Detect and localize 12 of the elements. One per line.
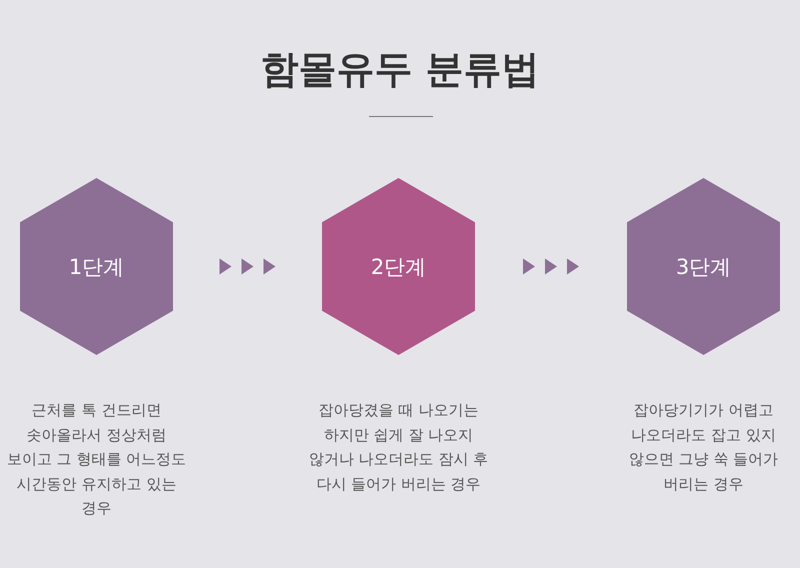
description-text: 잡아당겼을 때 나오기는 하지만 쉽게 잘 나오지 않거나 나오더라도 잠시 후 다시 들어가 버리는 경우 [308,400,488,495]
title: 함몰유두 분류법 [259,46,541,93]
stage-label: 2단계 [370,254,428,281]
stage-label: 1단계 [68,254,126,281]
stage-label: 3단계 [674,254,732,281]
description-text: 잡아당기기가 어렵고 나오더라도 잡고 있지 않으면 그냥 쑥 들어가 버리는 경우 [628,400,780,495]
chevron-arrow [220,258,276,274]
description-text: 근처를 톡 건드리면 솟아올라서 정상처럼 보이고 그 형태를 어느정도 시간동안 유지하고 있는 경우 [6,400,186,520]
hexagon [20,178,173,355]
hexagon [322,178,475,355]
chevron-arrow [523,258,579,274]
hexagon [627,178,780,355]
